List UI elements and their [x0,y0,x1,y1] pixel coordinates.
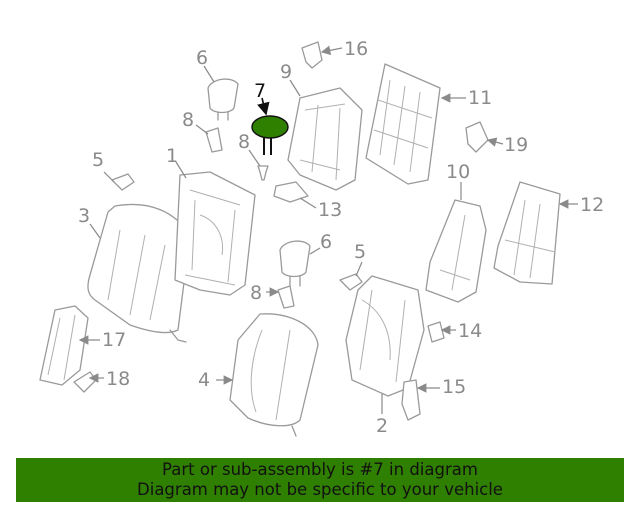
callout-19: 19 [504,134,528,156]
pin-middle [257,165,269,181]
callout-14: 14 [458,320,482,342]
callout-10: 10 [446,161,470,183]
center-frame [287,87,363,191]
callout-8-lower: 8 [250,282,262,304]
bracket-16 [301,41,323,69]
right-back-panel [493,181,561,285]
hook-part [73,371,97,393]
callout-15: 15 [442,376,466,398]
callout-12: 12 [580,194,604,216]
bracket-15 [401,379,421,421]
seat-back-right [345,275,425,397]
callout-16: 16 [344,38,368,60]
headrest-highlighted [251,115,289,155]
part-info-banner: Part or sub-assembly is #7 in diagram Di… [16,458,624,502]
callout-8-middle: 8 [238,131,250,153]
right-frame [425,199,487,303]
seat-back-frame-left [174,171,256,296]
callout-4: 4 [198,369,210,391]
headrest-top [207,78,239,121]
side-bolster [39,305,89,386]
guide-left [205,127,223,153]
callout-11: 11 [468,87,492,109]
back-panel [365,63,441,185]
callout-13: 13 [318,199,342,221]
guide-lower [277,285,295,309]
bracket-left [111,173,135,191]
bracket-19 [465,121,489,153]
callout-labels: 6 8 7 8 9 16 11 19 13 1 5 3 17 18 10 12 … [78,38,604,437]
callout-18: 18 [106,368,130,390]
parts-diagram: 6 8 7 8 9 16 11 19 13 1 5 3 17 18 10 12 … [39,38,604,437]
callout-3: 3 [78,205,90,227]
callout-9: 9 [280,61,292,83]
seat-back-cover-left [87,203,191,343]
callout-7: 7 [254,80,266,102]
bracket-13 [273,181,309,203]
leader-lines [78,45,578,414]
banner-line-1: Part or sub-assembly is #7 in diagram [162,460,478,479]
callout-1: 1 [166,145,178,167]
callout-6-lower: 6 [320,231,332,253]
callout-5-right: 5 [354,241,366,263]
callout-17: 17 [102,329,126,351]
callout-8-left: 8 [182,109,194,131]
callout-5-left: 5 [92,149,104,171]
banner-line-2: Diagram may not be specific to your vehi… [137,480,503,499]
callout-2: 2 [376,415,388,437]
bracket-14 [427,321,445,343]
headrest-lower [279,240,311,287]
bracket-right [339,273,363,291]
callout-6-top: 6 [196,47,208,69]
seat-back-cover-lower [229,313,319,437]
